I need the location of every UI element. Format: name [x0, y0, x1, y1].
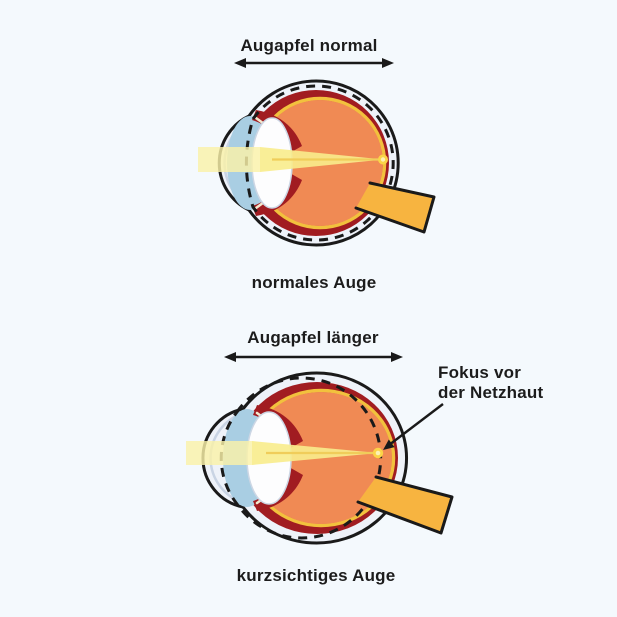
label-augapfel-normal: Augapfel normal: [240, 36, 378, 55]
caption-normales-auge: normales Auge: [251, 273, 377, 292]
pointer-shaft: [390, 403, 444, 445]
arrow-head-left: [234, 58, 246, 68]
annotation-line-1: Fokus vor: [438, 363, 522, 382]
arrow-head-left: [224, 352, 236, 362]
focus-point-highlight: [375, 450, 381, 456]
caption-kurzsichtiges-auge: kurzsichtiges Auge: [236, 566, 396, 585]
normal-eye-diagram: [198, 79, 436, 247]
annotation-line-2: der Netzhaut: [438, 383, 544, 402]
annotation-arrow: [383, 403, 444, 450]
incoming-light-beam: [198, 147, 260, 172]
pointer-head: [383, 439, 395, 450]
incoming-light-beam: [186, 441, 252, 465]
normal-size-dashed-outline: [244, 84, 395, 242]
double-arrow-normal: [234, 58, 394, 68]
arrow-head-right: [382, 58, 394, 68]
double-arrow-longer: [224, 352, 403, 362]
label-augapfel-laenger: Augapfel länger: [247, 328, 379, 347]
optic-nerve: [356, 183, 434, 232]
focus-point-highlight: [380, 157, 386, 162]
myopic-eye-diagram: [186, 371, 454, 545]
annotation-fokus-vor-der-netzhaut: Fokus vor der Netzhaut: [438, 363, 543, 403]
arrow-head-right: [391, 352, 403, 362]
optic-nerve-outline: [356, 475, 454, 535]
normal-size-dashed-outline: [219, 376, 383, 540]
optic-nerve-outline: [354, 181, 436, 234]
